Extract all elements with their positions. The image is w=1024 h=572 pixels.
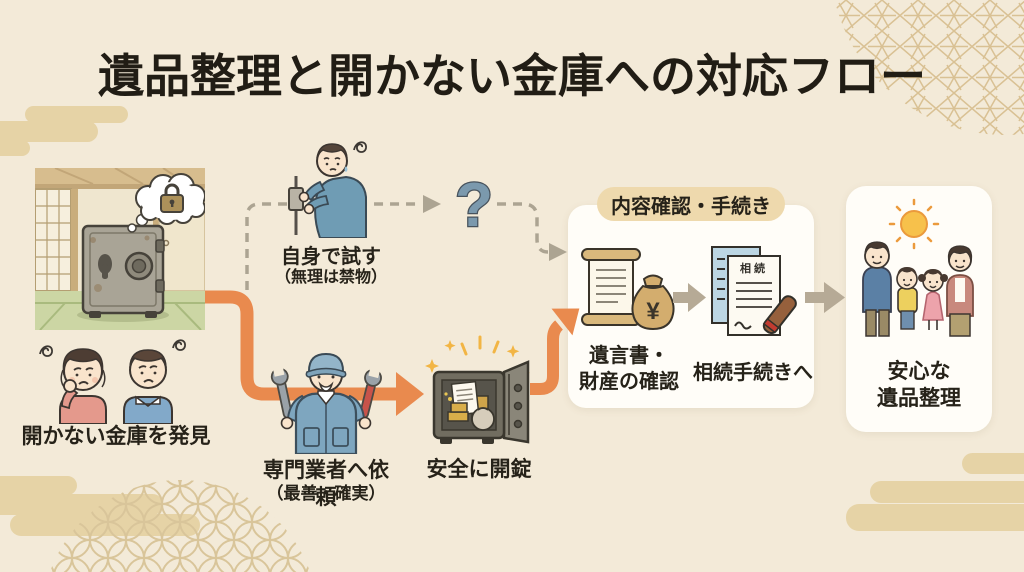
kasumi-cloud-bottom-right xyxy=(846,453,1024,531)
professional-label: 専門業者へ依頼 xyxy=(263,459,389,510)
sun-icon xyxy=(888,198,940,250)
will-and-assets-icon: ¥ xyxy=(581,248,675,331)
question-mark-icon: ? xyxy=(454,170,494,240)
locksmith-illustration xyxy=(270,352,382,454)
shippou-pattern-circle xyxy=(49,480,311,572)
procedures-badge-label: 内容確認・手続き xyxy=(611,195,771,218)
money-bag-icon: ¥ xyxy=(631,274,675,331)
relief-label: 安心な 遺品整理 xyxy=(860,358,978,413)
frustration-squiggle xyxy=(353,141,367,153)
self-attempt-note: （無理は禁物） xyxy=(274,269,387,286)
padlock-icon xyxy=(160,183,184,213)
discover-label: 開かない金庫を発見 xyxy=(21,425,211,448)
step1-label: 遺言書・ 財産の確認 xyxy=(576,343,682,395)
money-pouch-icon xyxy=(471,407,495,431)
asanoha-pattern-circle xyxy=(834,0,1024,135)
svg-text:?: ? xyxy=(455,171,493,240)
yen-symbol: ¥ xyxy=(646,298,660,325)
page-title: 遺品整理と開かない金庫への対応フロー xyxy=(98,50,926,102)
self-attempt-label: 自身で試す xyxy=(281,246,381,268)
open-safe-illustration xyxy=(425,335,530,444)
wrench-icon xyxy=(359,365,382,419)
self-attempt-person-illustration xyxy=(288,141,367,238)
relief-label-line2: 遺品整理 xyxy=(877,387,961,411)
frustration-squiggle xyxy=(39,345,53,357)
scroll-icon xyxy=(581,248,641,326)
step1-label-line2: 財産の確認 xyxy=(579,371,679,393)
document-header-text: 相続 xyxy=(740,261,768,275)
worried-couple-illustration xyxy=(39,339,186,424)
relief-label-line1: 安心な xyxy=(887,360,951,383)
stamp-icon xyxy=(762,295,797,335)
lock-thought-bubble xyxy=(127,173,205,233)
step1-label-line1: 遺言書・ xyxy=(589,345,669,367)
kasumi-cloud-top-left xyxy=(0,106,128,156)
sparkles-icon xyxy=(425,335,530,378)
work-cap-icon xyxy=(305,352,347,378)
frustration-squiggle xyxy=(172,339,186,351)
safe-room-illustration xyxy=(35,168,205,330)
professional-note: （最善・確実） xyxy=(266,484,386,503)
inheritance-documents-icon: 相続 xyxy=(711,246,797,336)
unlock-label: 安全に開錠 xyxy=(426,458,532,481)
procedures-badge: 内容確認・手続き xyxy=(597,187,785,221)
family-illustration xyxy=(862,198,974,337)
step2-label: 相続手続きへ xyxy=(693,362,813,384)
